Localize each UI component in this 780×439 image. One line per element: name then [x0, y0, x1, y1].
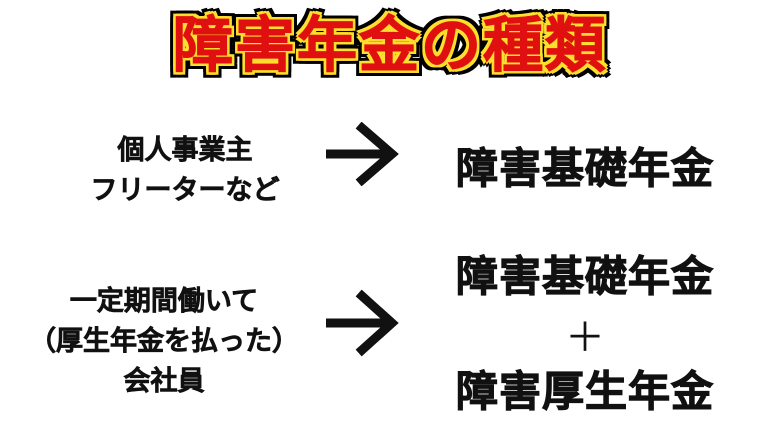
- category-line: 個人事業主: [117, 135, 253, 167]
- right-arrow-icon: [326, 122, 399, 186]
- category-line: （厚生年金を払った）: [29, 326, 300, 358]
- pension-basic: 障害基礎年金: [455, 144, 714, 194]
- plus-sign: ＋: [565, 315, 605, 361]
- category-line: 一定期間働いて: [69, 286, 259, 318]
- category-self-employed: 個人事業主 フリーターなど: [60, 131, 310, 211]
- pension-basic: 障害基礎年金: [455, 252, 714, 302]
- right-arrow-icon: [326, 289, 399, 357]
- category-line: 会社員: [123, 366, 205, 398]
- diagram-title: 障害年金の種類: [173, 11, 607, 82]
- pension-employee: 障害厚生年金: [455, 367, 714, 417]
- category-employee: 一定期間働いて （厚生年金を払った） 会社員: [14, 282, 314, 402]
- category-line: フリーターなど: [90, 175, 280, 207]
